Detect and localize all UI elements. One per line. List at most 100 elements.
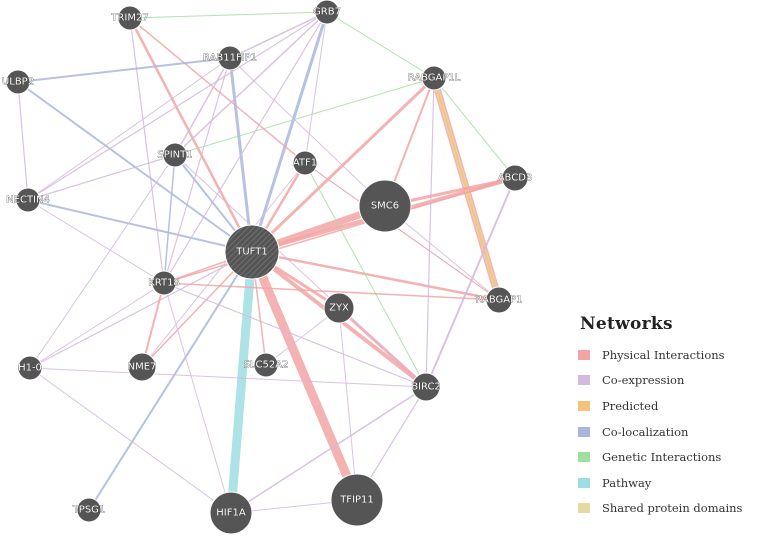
edge-rabgap1l-abcd3-genetic bbox=[433, 77, 516, 179]
node-circle[interactable] bbox=[485, 286, 513, 314]
legend-items: Physical Interactions Co-expression Pred… bbox=[578, 342, 774, 521]
node-circle[interactable] bbox=[117, 5, 143, 31]
node-rab11fip1[interactable]: RAB11FIP1 bbox=[203, 45, 257, 71]
legend-item-co-expression[interactable]: Co-expression bbox=[578, 368, 774, 394]
legend-swatch bbox=[578, 400, 590, 411]
node-label: NME7 bbox=[128, 362, 157, 373]
edge-atf1-birc2-genetic bbox=[304, 162, 427, 388]
node-circle[interactable] bbox=[323, 292, 355, 324]
node-circle[interactable] bbox=[224, 224, 280, 280]
edge-birc2-hif1a-coexpression bbox=[230, 386, 427, 514]
edge-rabgap1-krt18-physical bbox=[163, 282, 500, 301]
node-zyx[interactable]: ZYX bbox=[323, 292, 355, 324]
node-circle[interactable] bbox=[253, 352, 279, 378]
edge-birc2-spint1-coexpression bbox=[174, 154, 427, 388]
networks-legend: Networks Physical Interactions Co-expres… bbox=[578, 314, 774, 521]
edge-rabgap1-atf1-physical bbox=[304, 162, 500, 301]
edge-rabgap1l-birc2-coexpression bbox=[425, 77, 435, 388]
edge-rabgap1l-grb7-genetic bbox=[326, 11, 435, 79]
legend-label: Shared protein domains bbox=[602, 501, 743, 516]
legend-label: Physical Interactions bbox=[602, 347, 725, 362]
legend-swatch bbox=[578, 426, 590, 437]
legend-swatch bbox=[578, 503, 590, 514]
legend-swatch bbox=[578, 349, 590, 360]
node-slc52a2[interactable]: SLC52A2 bbox=[243, 352, 289, 378]
node-circle[interactable] bbox=[411, 372, 441, 402]
legend-title: Networks bbox=[580, 314, 673, 334]
edge-rab11fip1-nectin4-coexpression bbox=[27, 57, 231, 201]
legend-item-co-localization[interactable]: Co-localization bbox=[578, 419, 774, 445]
node-grb7[interactable]: GRB7 bbox=[313, 0, 341, 25]
legend-swatch bbox=[578, 452, 590, 463]
edge-tuft1-h1-0-coexpression bbox=[29, 251, 253, 369]
node-spint1[interactable]: SPINT1 bbox=[157, 142, 193, 168]
legend-item-shared-protein-domains[interactable]: Shared protein domains bbox=[578, 496, 774, 522]
edge-krt18-h1-0-coexpression bbox=[29, 282, 165, 369]
node-circle[interactable] bbox=[76, 497, 102, 523]
node-trim27[interactable]: TRIM27 bbox=[110, 5, 149, 31]
node-circle[interactable] bbox=[151, 270, 177, 296]
node-rabgap1[interactable]: RABGAP1 bbox=[475, 286, 523, 314]
node-nme7[interactable]: NME7 bbox=[127, 352, 157, 382]
node-h1-0[interactable]: H1-0 bbox=[17, 355, 43, 381]
node-smc6[interactable]: SMC6 bbox=[358, 179, 412, 233]
legend-swatch bbox=[578, 477, 590, 488]
edge-rabgap1l-spint1-genetic bbox=[174, 77, 435, 156]
node-label: RABGAP1 bbox=[475, 295, 522, 306]
node-circle[interactable] bbox=[330, 473, 384, 527]
node-label: TPSG1 bbox=[72, 505, 106, 516]
node-circle[interactable] bbox=[421, 65, 447, 91]
node-circle[interactable] bbox=[162, 142, 188, 168]
node-label: TRIM27 bbox=[110, 13, 148, 24]
node-label: SLC52A2 bbox=[244, 360, 289, 371]
node-circle[interactable] bbox=[17, 355, 43, 381]
edge-birc2-krt18-coexpression bbox=[163, 282, 427, 388]
edge-birc2-h1-0-coexpression bbox=[29, 367, 427, 388]
edge-nme7-atf1-coexpression bbox=[141, 162, 306, 368]
node-circle[interactable] bbox=[209, 491, 253, 535]
edge-grb7-nectin4-coexpression bbox=[27, 11, 328, 201]
legend-item-genetic-interactions[interactable]: Genetic Interactions bbox=[578, 444, 774, 470]
node-tuft1[interactable]: TUFT1 bbox=[224, 224, 280, 280]
legend-item-pathway[interactable]: Pathway bbox=[578, 470, 774, 496]
node-tfip11[interactable]: TFIP11 bbox=[330, 473, 384, 527]
legend-label: Predicted bbox=[602, 398, 659, 413]
node-circle[interactable] bbox=[292, 150, 318, 176]
node-abcd3[interactable]: ABCD3 bbox=[497, 164, 533, 192]
node-circle[interactable] bbox=[127, 352, 157, 382]
node-circle[interactable] bbox=[314, 0, 340, 25]
node-label: HIF1A bbox=[216, 508, 246, 519]
node-circle[interactable] bbox=[501, 164, 529, 192]
edge-grb7-krt18-coexpression bbox=[163, 11, 328, 284]
node-tpsg1[interactable]: TPSG1 bbox=[71, 497, 106, 523]
node-birc2[interactable]: BIRC2 bbox=[411, 372, 441, 402]
node-label: SPINT1 bbox=[157, 150, 192, 161]
node-label: ATF1 bbox=[293, 158, 317, 169]
edge-zyx-tfip11-coexpression bbox=[338, 307, 358, 501]
edge-tuft1-rabgap1-physical bbox=[250, 250, 501, 302]
node-circle[interactable] bbox=[217, 45, 243, 71]
node-rabgap1l[interactable]: RABGAP1L bbox=[407, 65, 461, 91]
edge-rab11fip1-smc6-coexpression bbox=[229, 57, 386, 207]
edge-grb7-atf1-coexpression bbox=[304, 11, 328, 164]
legend-item-predicted[interactable]: Predicted bbox=[578, 393, 774, 419]
node-label: GRB7 bbox=[313, 7, 341, 18]
node-label: NECTIN4 bbox=[6, 195, 50, 206]
node-krt18[interactable]: KRT18 bbox=[148, 270, 180, 296]
edge-nectin4-krt18-coexpression bbox=[27, 199, 165, 284]
node-ulbp2[interactable]: ULBP2 bbox=[2, 69, 34, 95]
node-nectin4[interactable]: NECTIN4 bbox=[6, 187, 50, 213]
node-circle[interactable] bbox=[358, 179, 412, 233]
node-atf1[interactable]: ATF1 bbox=[292, 150, 318, 176]
node-label: KRT18 bbox=[148, 278, 180, 289]
edge-trim27-grb7-genetic bbox=[129, 11, 328, 19]
node-circle[interactable] bbox=[5, 69, 31, 95]
node-label: TUFT1 bbox=[235, 247, 267, 258]
legend-label: Co-expression bbox=[602, 373, 685, 388]
node-hif1a[interactable]: HIF1A bbox=[209, 491, 253, 535]
node-circle[interactable] bbox=[15, 187, 41, 213]
edge-ulbp2-nectin4-coexpression bbox=[17, 81, 29, 201]
legend-label: Pathway bbox=[602, 475, 652, 490]
legend-item-physical-interactions[interactable]: Physical Interactions bbox=[578, 342, 774, 368]
